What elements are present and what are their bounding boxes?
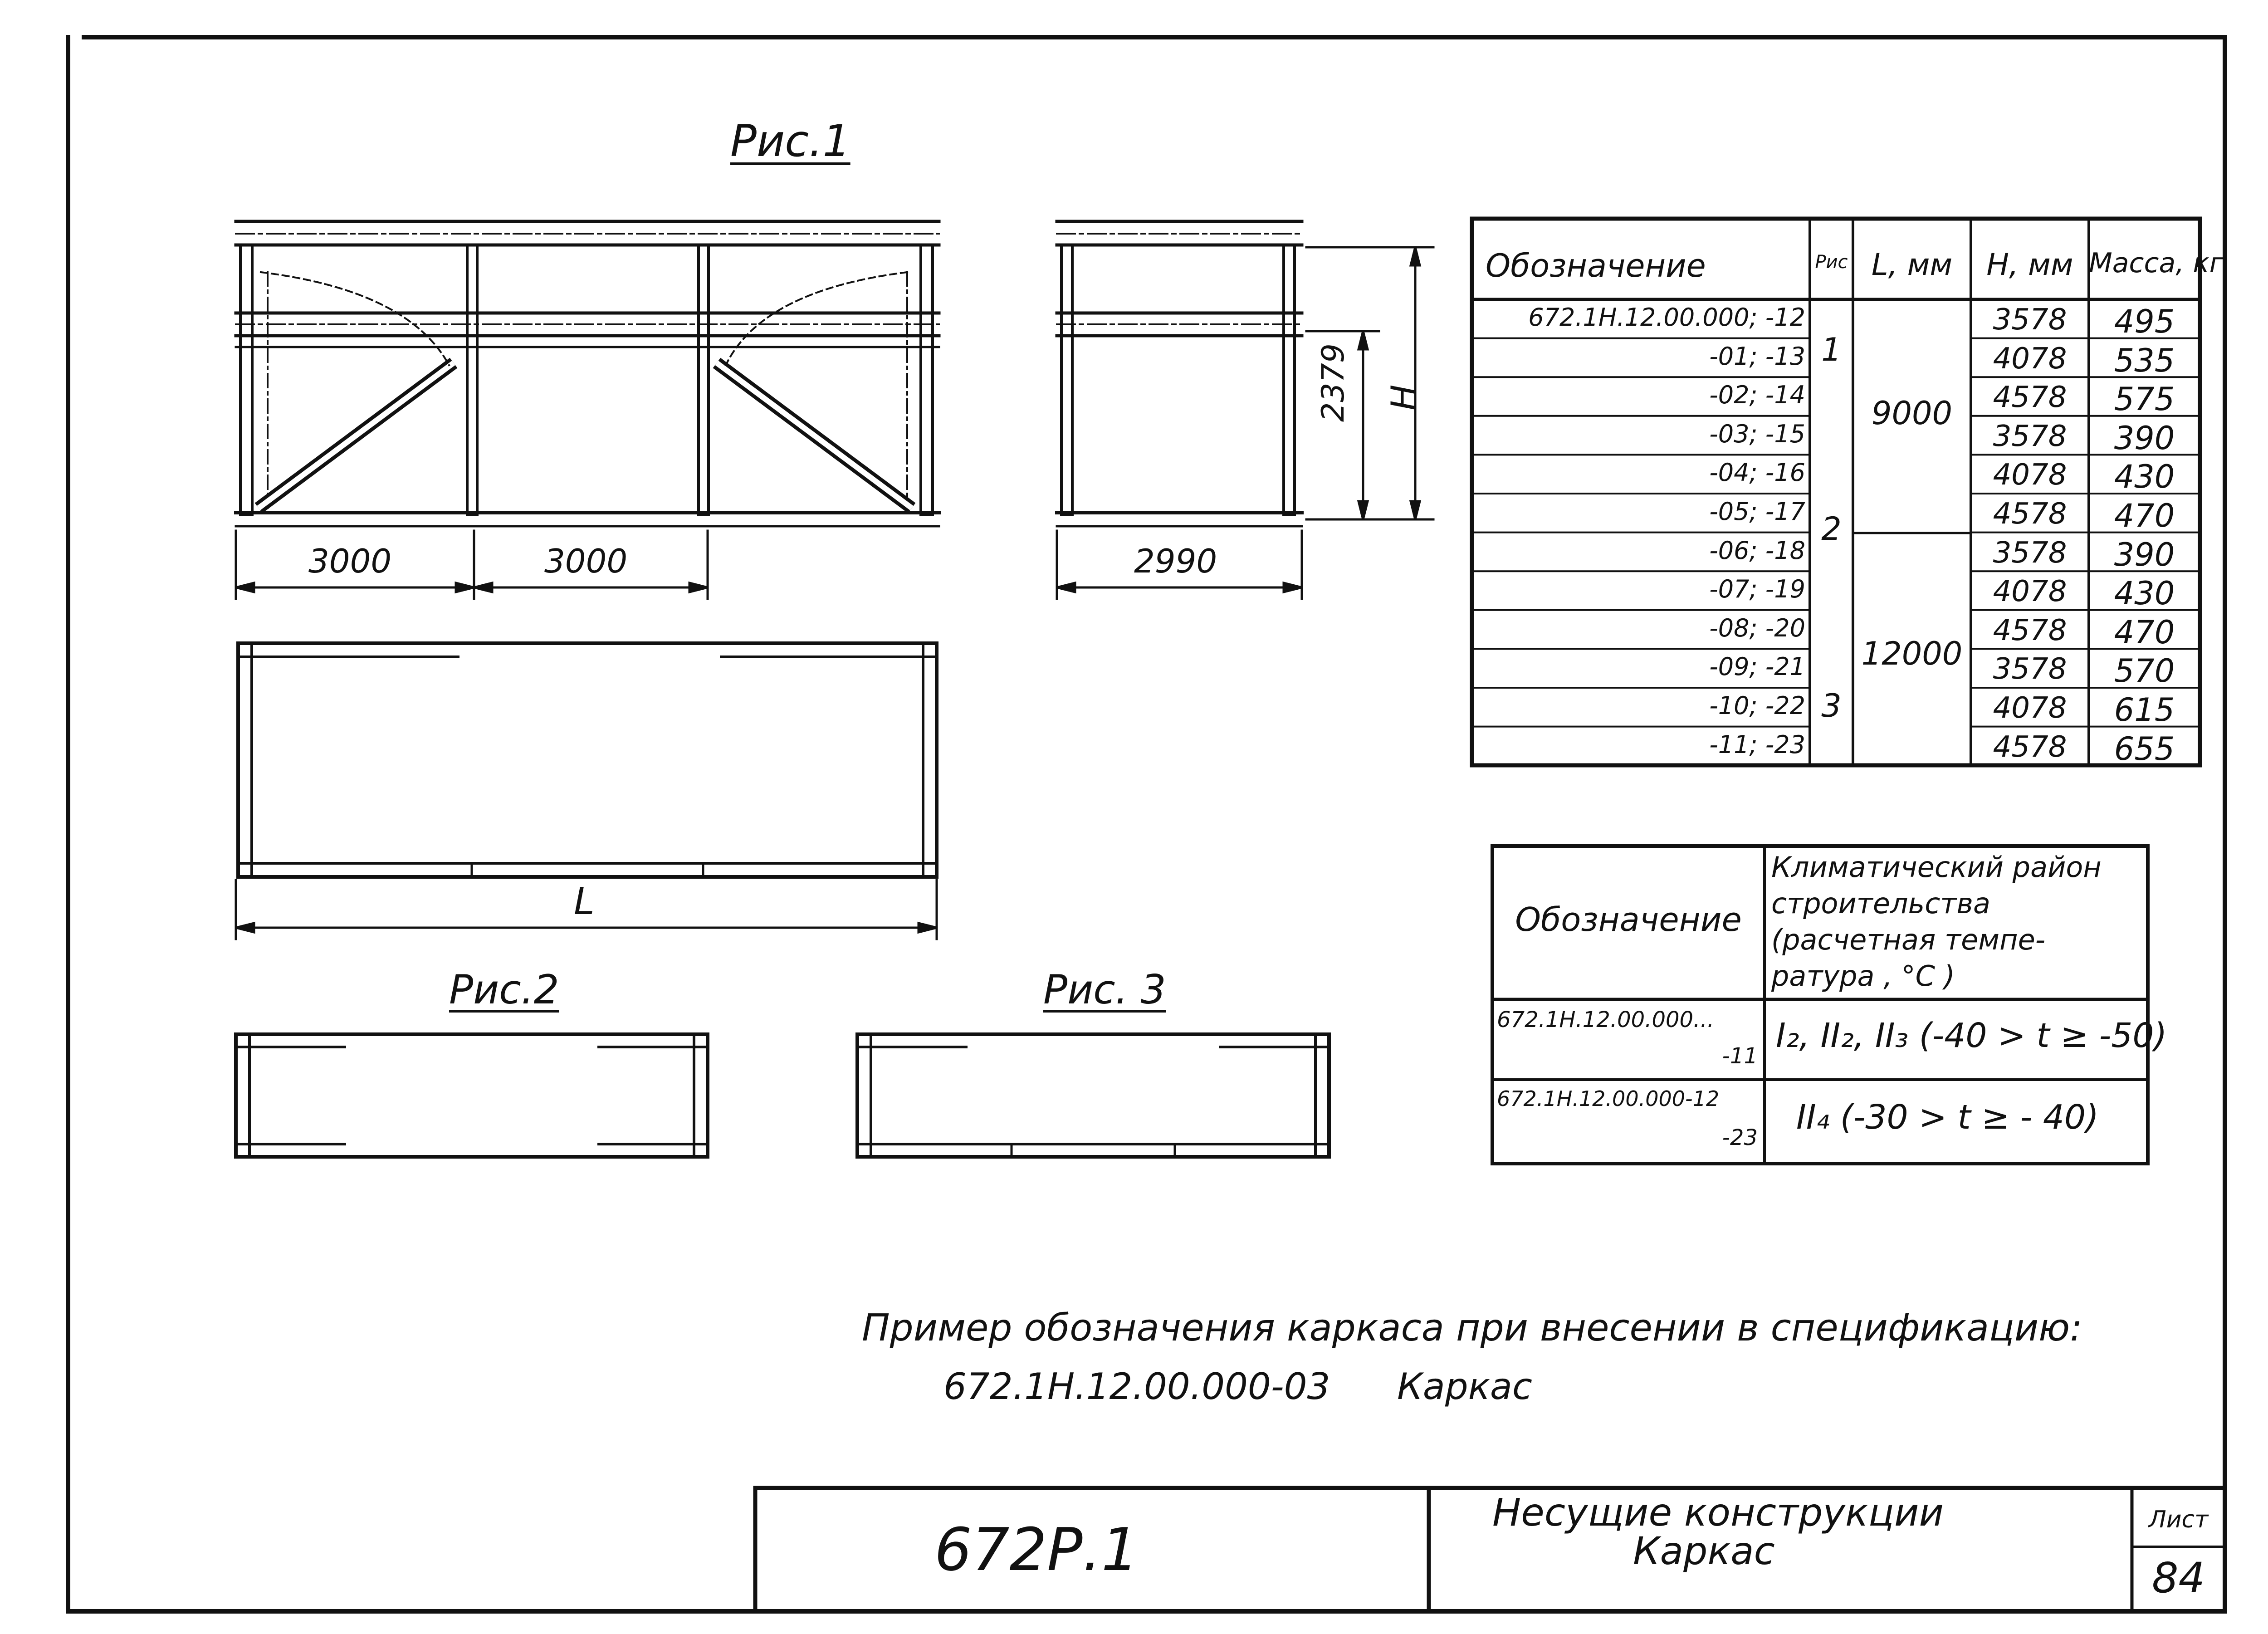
fig3-plan-view: [855, 1032, 1331, 1159]
table1-fig-group-2: 2: [1821, 510, 1842, 548]
table1-row-mass: 390: [2114, 536, 2175, 573]
table1-row-designation: -08; -20: [1709, 613, 1805, 642]
table1-fig-group-3: 3: [1821, 687, 1842, 724]
table1-header-designation: Обозначение: [1486, 247, 1706, 284]
table1-row-designation: -01; -13: [1709, 342, 1805, 371]
title-line-2: Каркас: [1633, 1529, 1775, 1573]
table1-row-mass: 470: [2114, 497, 2175, 534]
fig1-label: Рис.1: [730, 116, 850, 166]
table2-header-designation: Обозначение: [1515, 900, 1742, 939]
example-code: 672.1Н.12.00.000-03: [943, 1365, 1330, 1408]
table1-row-mass: 495: [2114, 303, 2175, 340]
table1-fig-group-1: 1: [1821, 331, 1842, 368]
table1-header-mass: Масса, кг: [2089, 247, 2224, 279]
table1-row-designation: -06; -18: [1709, 536, 1805, 565]
table1-row-mass: 575: [2114, 381, 2175, 418]
table1-row-designation: -09; -21: [1709, 652, 1805, 681]
table1-row-mass: 470: [2114, 613, 2175, 651]
fig1-plan-view: [236, 641, 938, 879]
table1-row-mass: 535: [2114, 342, 2175, 379]
sheet-number: 84: [2151, 1554, 2205, 1602]
dim-door-height: 2379: [1315, 343, 1351, 422]
plan-length-dimension: [235, 879, 938, 940]
doc-number: 672Р.1: [934, 1515, 1139, 1584]
table1-header-fig: Рис: [1815, 252, 1848, 273]
fig2-label: Рис.2: [449, 966, 559, 1013]
sheet-label: Лист: [2148, 1506, 2209, 1533]
table2-grid: [1491, 844, 2150, 1165]
table1-row-mass: 390: [2114, 419, 2175, 457]
table2-row2-designation-1: 672.1Н.12.00.000-12: [1497, 1086, 1720, 1111]
table1-length-group-2: 12000: [1861, 635, 1963, 672]
table1-row-designation: -10; -22: [1709, 691, 1805, 720]
fig1-side-dimensions: [1056, 246, 1435, 600]
table2-row1-designation-1: 672.1Н.12.00.000...: [1497, 1007, 1714, 1032]
fig1-side-view: [1055, 220, 1304, 528]
sheet-border: [66, 35, 2227, 1614]
table1-row-height: 4078: [1993, 575, 2067, 609]
fig1-bay-dimension: [235, 529, 709, 600]
title-line-1: Несущие конструкции: [1492, 1490, 1944, 1535]
table1-row-height: 4578: [1993, 613, 2067, 647]
table1-header-height: Н, мм: [1986, 247, 2073, 282]
table1-row-height: 4078: [1993, 458, 2067, 492]
dim-width: 2990: [1134, 542, 1217, 580]
table1-row-designation: -02; -14: [1709, 381, 1805, 410]
dim-height-label: Н: [1383, 384, 1424, 411]
table2-row2-designation-2: -23: [1722, 1125, 1758, 1150]
title-block-grid: [753, 1486, 2227, 1614]
table1-row-height: 3578: [1993, 652, 2067, 686]
table1-row-mass: 430: [2114, 458, 2175, 496]
table2-row1-designation-2: -11: [1722, 1043, 1758, 1069]
table1-row-designation: -11; -23: [1709, 730, 1805, 759]
table2-row1-climate: I₂, II₂, II₃ (-40 > t ≥ -50): [1776, 1016, 2167, 1055]
table1-row-height: 3578: [1993, 536, 2067, 570]
table1-row-designation: 672.1Н.12.00.000; -12: [1528, 303, 1805, 332]
table2-header-climate-2: строительства: [1771, 887, 1990, 920]
table1-row-mass: 430: [2114, 575, 2175, 612]
dim-bay-2: 3000: [544, 542, 628, 580]
table2-header-climate-3: (расчетная темпе-: [1771, 923, 2046, 956]
table1-row-mass: 570: [2114, 652, 2175, 690]
table1-row-mass: 615: [2114, 691, 2175, 729]
table1-grid: [1470, 216, 2202, 768]
dim-bay-1: 3000: [308, 542, 392, 580]
table1-row-height: 4078: [1993, 691, 2067, 725]
dim-length-label: L: [574, 880, 595, 923]
fig3-label: Рис. 3: [1043, 966, 1166, 1013]
table1-length-group-1: 9000: [1871, 395, 1953, 432]
table1-row-height: 4078: [1993, 342, 2067, 376]
table1-row-lines: [1471, 337, 2201, 728]
fig1-front-view: [234, 220, 941, 528]
table1-row-designation: -03; -15: [1709, 419, 1805, 448]
table2-header-climate-1: Климатический район: [1771, 851, 2102, 884]
table2-header-climate-4: ратура , °С ): [1771, 959, 1955, 993]
table1-header-length: L, мм: [1871, 247, 1953, 282]
table1-row-designation: -04; -16: [1709, 458, 1805, 487]
table1-row-height: 4578: [1993, 497, 2067, 531]
table1-row-mass: 655: [2114, 730, 2175, 768]
table1-row-designation: -07; -19: [1709, 575, 1805, 604]
table2-row2-climate: II₄ (-30 > t ≥ - 40): [1796, 1098, 2099, 1137]
table1-row-designation: -05; -17: [1709, 497, 1805, 526]
table1-row-height: 3578: [1993, 419, 2067, 453]
example-name: Каркас: [1397, 1365, 1532, 1408]
table1-row-height: 4578: [1993, 730, 2067, 764]
table1-row-height: 3578: [1993, 303, 2067, 337]
table1-row-height: 4578: [1993, 381, 2067, 415]
fig2-plan-view: [234, 1032, 709, 1159]
example-line-1: Пример обозначения каркаса при внесении …: [862, 1306, 2082, 1350]
